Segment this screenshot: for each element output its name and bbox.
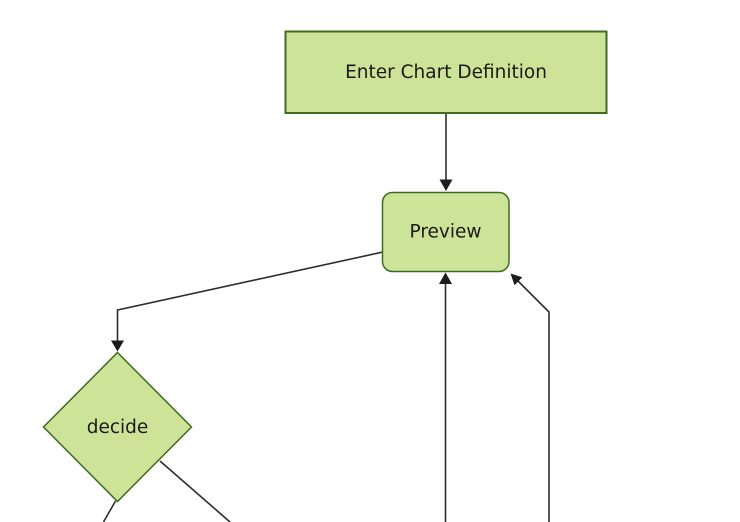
edge-decide-down-left (102, 500, 117, 522)
arrowhead-into-preview-corner (510, 273, 523, 286)
node-decide-label: decide (87, 417, 149, 438)
node-preview-label: Preview (409, 222, 481, 243)
node-decide (42, 351, 193, 503)
arrowhead-into-preview-bottom (439, 272, 452, 284)
arrowhead-into-preview-top (439, 179, 453, 191)
edge-bottom-right-to-preview (516, 279, 550, 522)
edge-preview-to-decide (116, 251, 384, 342)
edge-decide-down-right (159, 460, 231, 522)
node-preview (381, 191, 510, 273)
node-enter-chart-definition-label: Enter Chart Definition (345, 62, 547, 83)
arrowhead-into-decide-top (111, 340, 124, 352)
node-enter-chart-definition (284, 30, 608, 114)
